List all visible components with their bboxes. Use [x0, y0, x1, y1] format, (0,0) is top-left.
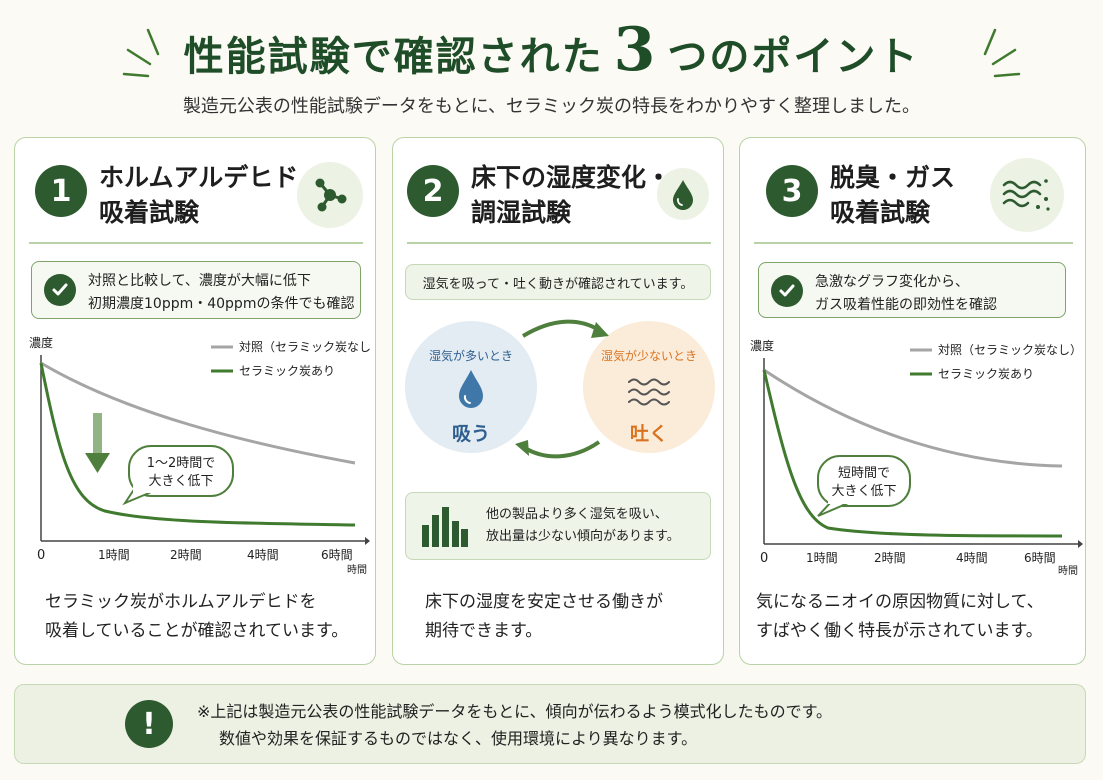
disclaimer-line2: 数値や効果を保証するものではなく、使用環境により異なります。 [219, 729, 698, 748]
card-summary: 床下の湿度を安定させる働きが 期待できます。 [425, 588, 663, 646]
x-tick-6h: 6時間 [1024, 551, 1056, 565]
page-title-before: 性能試験で確認された [183, 33, 604, 80]
chart-ylabel: 濃度 [29, 335, 53, 350]
bubble-line2: 大きく低下 [831, 484, 896, 499]
disclaimer-box: ! ※上記は製造元公表の性能試験データをもとに、傾向が伝わるよう模式化したもので… [14, 684, 1086, 764]
series-control-line [40, 361, 356, 465]
card-number-badge: 3 [766, 165, 818, 217]
card-title-line2: 調湿試験 [471, 198, 572, 227]
x-tick-1h: 1時間 [98, 548, 130, 562]
card-summary-line1: 気になるニオイの原因物質に対して、 [756, 592, 1044, 612]
result-note-line1: 急激なグラフ変化から、 [815, 274, 969, 290]
result-note-line2: ガス吸着性能の即効性を確認 [815, 297, 997, 313]
blue-drop-icon [459, 370, 483, 408]
card-title-line1: ホルムアルデヒド [99, 163, 299, 192]
legend-control-label: 対照（セラミック炭なし） [938, 343, 1082, 357]
result-note-line2: 初期濃度10ppm・40ppmの条件でも確認 [88, 296, 355, 312]
release-action-label: 吐く [630, 423, 668, 445]
x-tick-0: 0 [760, 551, 768, 566]
humidity-note-text: 湿気を吸って・吐く動きが確認されています。 [422, 277, 694, 292]
card-title: ホルムアルデヒド 吸着試験 [99, 160, 298, 230]
bubble-line1: 1〜2時間で [147, 456, 216, 471]
speech-bubble: 1〜2時間で 大きく低下 [122, 445, 234, 506]
card-divider [407, 242, 711, 244]
page-subtitle: 製造元公表の性能試験データをもとに、セラミック炭の特長をわかりやすく整理しました… [182, 96, 921, 117]
card-number-badge: 1 [35, 165, 87, 217]
comparison-line2: 放出量は少ない傾向があります。 [486, 529, 680, 544]
absorb-condition-label: 湿気が多いとき [429, 348, 513, 363]
card-title: 脱臭・ガス 吸着試験 [830, 160, 955, 230]
water-drop-icon [657, 168, 709, 220]
result-note: 対照と比較して、濃度が大幅に低下 初期濃度10ppm・40ppmの条件でも確認 [31, 261, 361, 319]
x-tick-1h: 1時間 [806, 551, 838, 565]
card-summary-line1: セラミック炭がホルムアルデヒドを [45, 592, 317, 612]
chart-xlabel: 時間 [347, 564, 367, 576]
page-title: 性能試験で確認された 3 つのポイント [0, 15, 1103, 85]
legend-ceramic-label: セラミック炭あり [938, 367, 1034, 381]
legend-control-label: 対照（セラミック炭なし） [239, 340, 370, 354]
down-arrow-icon [85, 413, 110, 473]
odor-waves-icon [990, 158, 1064, 232]
bubble-line2: 大きく低下 [148, 474, 213, 489]
x-tick-0: 0 [37, 548, 45, 563]
series-ceramic-line [762, 369, 1063, 538]
page-title-after: つのポイント [667, 33, 920, 80]
series-ceramic-line [39, 362, 356, 527]
result-note: 急激なグラフ変化から、 ガス吸着性能の即効性を確認 [758, 262, 1066, 318]
bubble-line1: 短時間で [838, 466, 890, 481]
absorb-release-cycle: 湿気が多いとき 吸う 湿気が少ないとき 吐く [405, 319, 715, 459]
molecule-icon [297, 162, 363, 228]
disclaimer-line1: ※上記は製造元公表の性能試験データをもとに、傾向が伝わるよう模式化したものです。 [197, 702, 833, 721]
x-tick-2h: 2時間 [874, 551, 906, 565]
card-summary-line2: 期待できます。 [425, 621, 543, 641]
speech-bubble: 短時間で 大きく低下 [817, 455, 911, 517]
card-title: 床下の湿度変化・ 調湿試験 [471, 160, 671, 230]
comparison-note: 他の製品より多く湿気を吸い、 放出量は少ない傾向があります。 [405, 492, 711, 560]
humidity-note: 湿気を吸って・吐く動きが確認されています。 [405, 264, 711, 300]
page-title-number: 3 [613, 15, 658, 85]
card-summary-line2: 吸着していることが確認されています。 [45, 621, 349, 641]
right-sparkle-decoration [983, 28, 1021, 78]
card-number-badge: 2 [407, 165, 459, 217]
card-title-line2: 吸着試験 [99, 198, 200, 227]
x-tick-4h: 4時間 [956, 551, 988, 565]
release-condition-label: 湿気が少ないとき [601, 348, 697, 363]
card-title-line2: 吸着試験 [830, 198, 931, 227]
chart-xlabel: 時間 [1058, 565, 1078, 576]
x-tick-6h: 6時間 [321, 548, 353, 562]
card-summary: 気になるニオイの原因物質に対して、 すばやく働く特長が示されています。 [756, 588, 1044, 646]
card-summary-line2: すばやく働く特長が示されています。 [756, 621, 1043, 641]
legend-ceramic-label: セラミック炭あり [239, 364, 335, 378]
series-control-line [763, 368, 1063, 468]
card-divider [29, 242, 363, 244]
check-icon [44, 274, 76, 306]
concentration-chart: 濃度 対照（セラミック炭なし） セラミック炭あり 短時間で 大きく低下 0 1時… [750, 338, 1083, 576]
concentration-chart: 濃度 対照（セラミック炭なし） セラミック炭あり 1〜2時間で 大きく低下 0 … [29, 335, 370, 576]
bar-chart-icon [422, 507, 468, 547]
exclamation-icon: ! [125, 700, 173, 748]
left-sparkle-decoration [122, 28, 160, 78]
absorb-action-label: 吸う [452, 423, 490, 445]
card-summary: セラミック炭がホルムアルデヒドを 吸着していることが確認されています。 [45, 588, 348, 646]
card-humidity: 2 床下の湿度変化・ 調湿試験 湿気を吸って・吐く動きが確認されています。 湿気… [392, 137, 724, 665]
result-note-line1: 対照と比較して、濃度が大幅に低下 [88, 273, 311, 289]
chart-ylabel: 濃度 [750, 338, 774, 353]
card-formaldehyde: 1 ホルムアルデヒド 吸着試験 対照と比較して、濃度が大幅に低下 初期濃度10p… [14, 137, 376, 665]
card-title-line1: 床下の湿度変化・ [471, 163, 672, 192]
x-tick-4h: 4時間 [247, 548, 279, 562]
card-title-line1: 脱臭・ガス [830, 163, 956, 192]
vapor-waves-icon [628, 378, 670, 406]
card-deodorizing: 3 脱臭・ガス 吸着試験 急激なグラフ変化から、 ガス吸着性能の即効性を確認 濃… [739, 137, 1086, 665]
check-icon [771, 275, 803, 307]
card-summary-line1: 床下の湿度を安定させる働きが [425, 592, 663, 612]
card-divider [754, 242, 1073, 244]
comparison-line1: 他の製品より多く湿気を吸い、 [486, 507, 668, 522]
x-tick-2h: 2時間 [170, 548, 202, 562]
